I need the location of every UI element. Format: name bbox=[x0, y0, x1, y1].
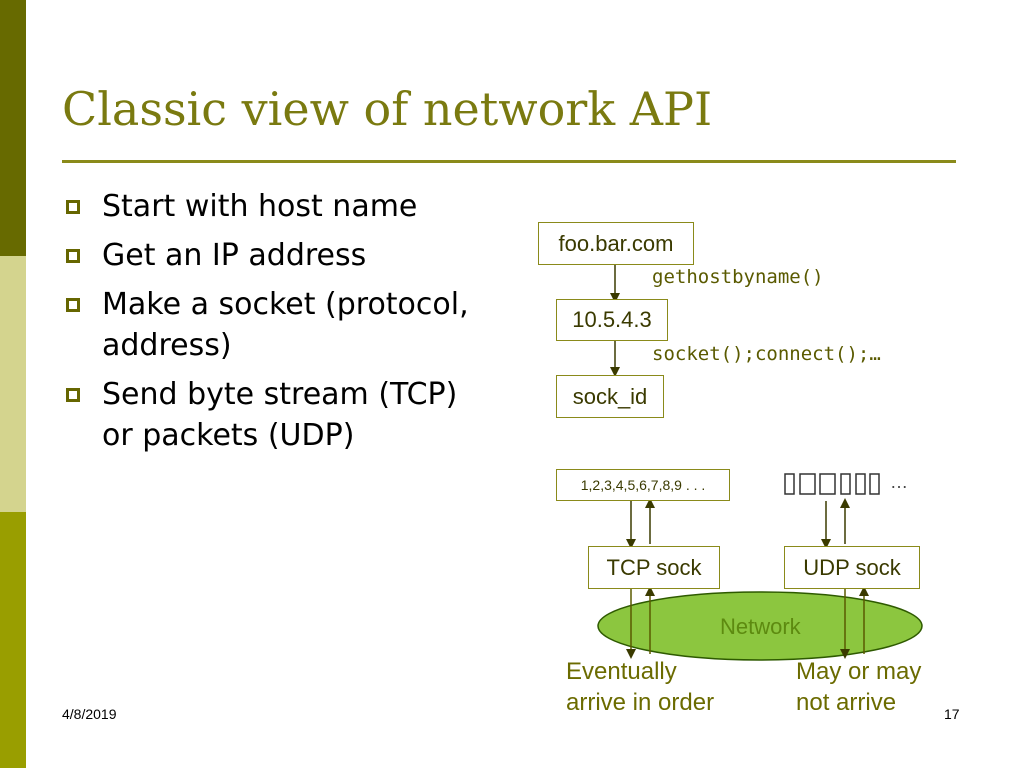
packet-icon bbox=[840, 473, 851, 495]
title-underline bbox=[62, 160, 956, 163]
byte-stream-box: 1,2,3,4,5,6,7,8,9 . . . bbox=[556, 469, 730, 501]
sock-id-box: sock_id bbox=[556, 375, 664, 418]
bullet-item: Send byte stream (TCP) or packets (UDP) bbox=[62, 374, 482, 456]
udp-sock-box: UDP sock bbox=[784, 546, 920, 589]
packet-icon bbox=[869, 473, 880, 495]
square-bullet-icon bbox=[66, 249, 80, 263]
host-name-box: foo.bar.com bbox=[538, 222, 694, 265]
tcp-note: Eventually arrive in order bbox=[566, 658, 715, 716]
square-bullet-icon bbox=[66, 298, 80, 312]
bullet-item: Make a socket (protocol, address) bbox=[62, 284, 482, 366]
side-bar-middle bbox=[0, 256, 26, 512]
packet-icon bbox=[855, 473, 866, 495]
side-bar-top bbox=[0, 0, 26, 256]
bullet-item: Get an IP address bbox=[62, 235, 482, 276]
packet-icon bbox=[784, 473, 795, 495]
side-bar-bottom bbox=[0, 512, 26, 768]
square-bullet-icon bbox=[66, 200, 80, 214]
network-label: Network bbox=[720, 614, 801, 639]
network-ellipse bbox=[597, 591, 923, 661]
tcp-sock-box: TCP sock bbox=[588, 546, 720, 589]
packet-icon bbox=[819, 473, 836, 495]
slide-date: 4/8/2019 bbox=[62, 706, 117, 722]
packet-glyphs bbox=[784, 473, 880, 495]
socket-connect-call: socket();connect();… bbox=[652, 343, 881, 365]
packet-icon bbox=[799, 473, 816, 495]
gethostbyname-call: gethostbyname() bbox=[652, 266, 824, 288]
slide-page-number: 17 bbox=[944, 706, 960, 722]
packets-ellipsis: … bbox=[890, 472, 908, 492]
bullet-item: Start with host name bbox=[62, 186, 482, 227]
bullet-list: Start with host name Get an IP address M… bbox=[62, 186, 482, 464]
udp-note: May or may not arrive bbox=[796, 658, 922, 716]
ip-address-box: 10.5.4.3 bbox=[556, 299, 668, 341]
slide-title: Classic view of network API bbox=[62, 82, 713, 136]
square-bullet-icon bbox=[66, 388, 80, 402]
